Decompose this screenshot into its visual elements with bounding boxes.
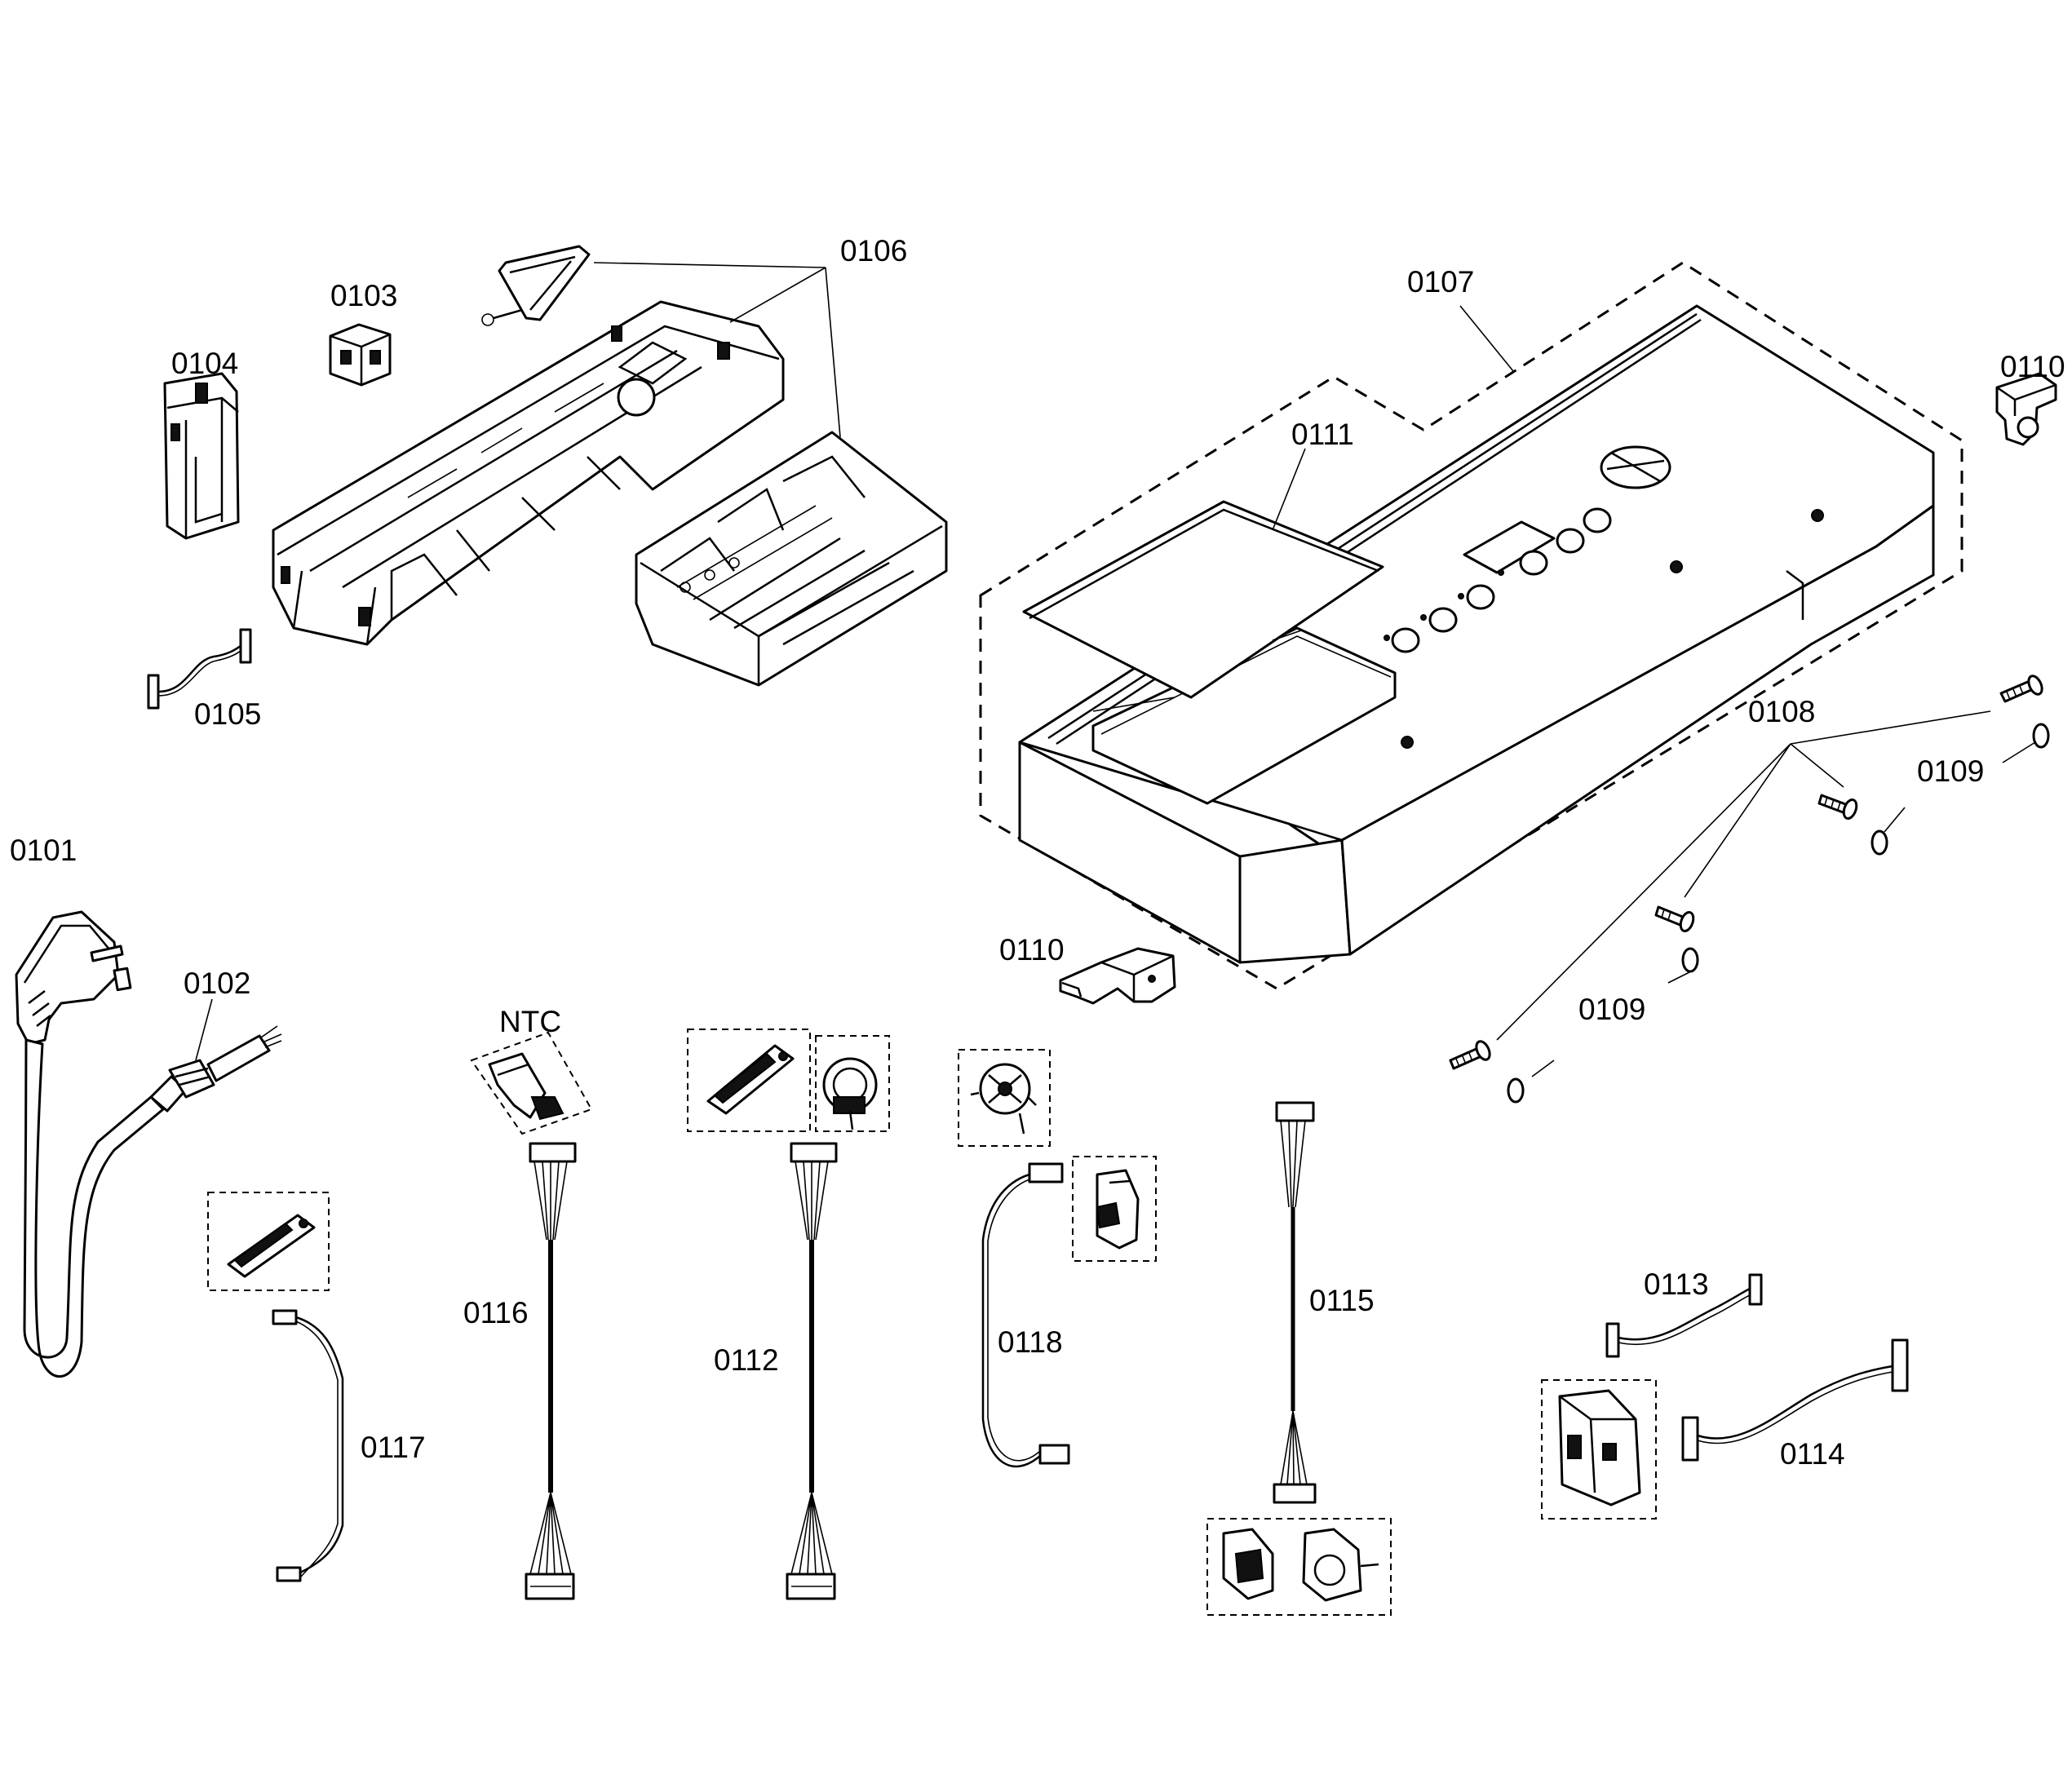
- component-box-ntc: [470, 1031, 593, 1135]
- harness-0118: [981, 1162, 1070, 1468]
- part-0101-cord: [23, 1038, 165, 1378]
- label-0102: 0102: [184, 967, 250, 1000]
- cable-0113: [1605, 1273, 1763, 1358]
- part-0108-screw-4: [1449, 1040, 1491, 1070]
- leader-0102: [195, 998, 213, 1061]
- leader-0111: [1272, 448, 1306, 531]
- label-0105: 0105: [194, 697, 261, 731]
- leader-0108: [1496, 710, 1991, 1041]
- harness-0112: [786, 1142, 838, 1600]
- part-0103-cube: [329, 323, 392, 387]
- label-0110-right: 0110: [2000, 350, 2065, 383]
- label-0111: 0111: [1291, 418, 1354, 451]
- part-0105-cable: [147, 628, 252, 710]
- part-0106-module: [272, 245, 948, 687]
- part-0101-plug: [15, 910, 132, 1046]
- part-0108-screw-2: [1817, 794, 1858, 821]
- component-box-0118-top: [958, 1049, 1051, 1147]
- part-0108-screw-1: [1999, 675, 2043, 703]
- leader-0109-b: [1531, 970, 1693, 1077]
- label-0104: 0104: [171, 347, 238, 380]
- part-0110-clip-left: [1059, 947, 1176, 1005]
- label-0109-lower: 0109: [1578, 993, 1645, 1026]
- label-0110-left: 0110: [999, 933, 1065, 967]
- component-box-0112-right: [815, 1035, 890, 1132]
- part-0110-clip-right: [1995, 372, 2057, 446]
- harness-0117: [272, 1309, 344, 1582]
- label-0109-upper: 0109: [1917, 754, 1984, 788]
- component-box-0114: [1541, 1379, 1657, 1520]
- component-box-0118-side: [1072, 1156, 1157, 1262]
- label-0103: 0103: [330, 279, 397, 312]
- label-ntc: NTC: [499, 1005, 561, 1038]
- label-0112: 0112: [714, 1343, 779, 1377]
- harness-0116: [525, 1142, 577, 1600]
- part-0108-screw-3: [1654, 905, 1695, 933]
- component-box-0115: [1206, 1518, 1392, 1616]
- cable-0114: [1681, 1338, 1909, 1462]
- label-0101: 0101: [10, 834, 77, 867]
- component-box-0112-left: [687, 1029, 811, 1132]
- label-0113: 0113: [1644, 1267, 1709, 1301]
- label-0117: 0117: [361, 1431, 426, 1464]
- label-0114: 0114: [1780, 1437, 1845, 1471]
- part-0107-panel: [1018, 304, 1935, 964]
- leader-0106: [593, 262, 841, 438]
- part-0102-cord-end: [149, 1025, 282, 1113]
- label-0116: 0116: [463, 1296, 529, 1329]
- part-0104-suppressor: [163, 372, 240, 540]
- label-0118: 0118: [998, 1325, 1063, 1359]
- label-0106: 0106: [840, 234, 907, 268]
- leader-0109-a: [1884, 741, 2036, 833]
- label-0115: 0115: [1309, 1284, 1375, 1317]
- component-box-0117-heater: [207, 1192, 330, 1291]
- harness-0115: [1273, 1101, 1317, 1504]
- label-0107: 0107: [1407, 265, 1474, 299]
- part-0111-plate: [1022, 500, 1384, 712]
- label-0108: 0108: [1748, 695, 1815, 728]
- leader-0107: [1459, 305, 1514, 372]
